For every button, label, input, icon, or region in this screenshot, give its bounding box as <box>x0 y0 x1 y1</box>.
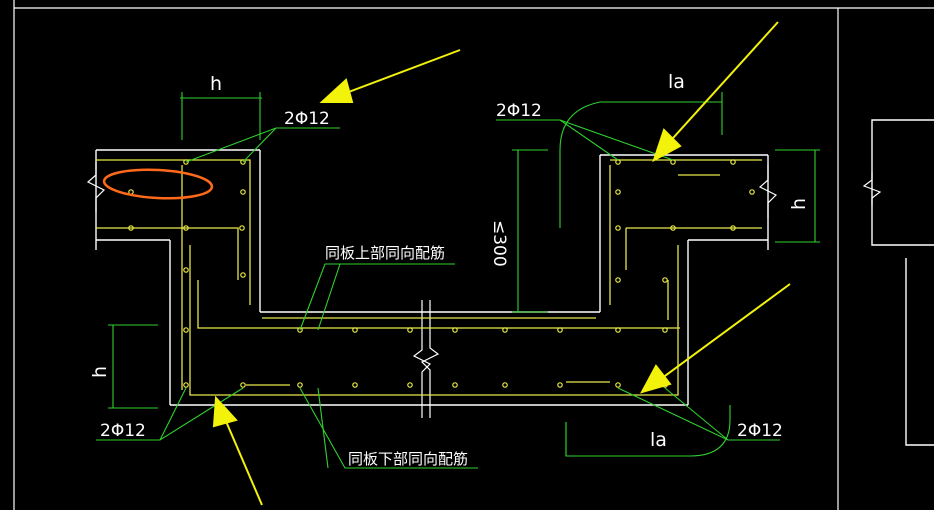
arrow-top-left <box>319 49 461 103</box>
annotation-arrows <box>212 21 791 506</box>
label-la-bottom: la <box>650 429 667 451</box>
drawing-frame <box>13 0 934 510</box>
highlight-ellipse <box>102 168 214 200</box>
break-lines <box>86 162 882 418</box>
label-h-top: h <box>210 73 222 95</box>
label-slab-top-bars: 同板上部同向配筋 <box>325 244 445 262</box>
label-bar-bottom-left: 2Φ12 <box>100 421 146 441</box>
rebar-lines <box>96 159 762 396</box>
label-h-left: h <box>89 366 111 378</box>
label-h-right: h <box>788 198 810 210</box>
arrow-top-right <box>652 21 779 163</box>
label-bar-top-left: 2Φ12 <box>284 109 330 129</box>
arrow-bottom-right <box>639 283 791 394</box>
dimension-lines <box>96 92 820 469</box>
label-slab-bottom-bars: 同板下部同向配筋 <box>348 450 468 468</box>
label-bar-top-right: 2Φ12 <box>496 101 542 121</box>
label-bar-bottom-right: 2Φ12 <box>737 421 783 441</box>
arrow-bottom-left <box>212 395 263 506</box>
label-depth: ≤300 <box>489 220 509 267</box>
rebar-dots <box>128 159 755 388</box>
label-la-top: la <box>668 71 685 93</box>
concrete-outline <box>95 119 934 446</box>
text-labels: h 2Φ12 la 2Φ12 h ≤300 同板上部同向配筋 h 2Φ12 同板… <box>89 71 810 468</box>
